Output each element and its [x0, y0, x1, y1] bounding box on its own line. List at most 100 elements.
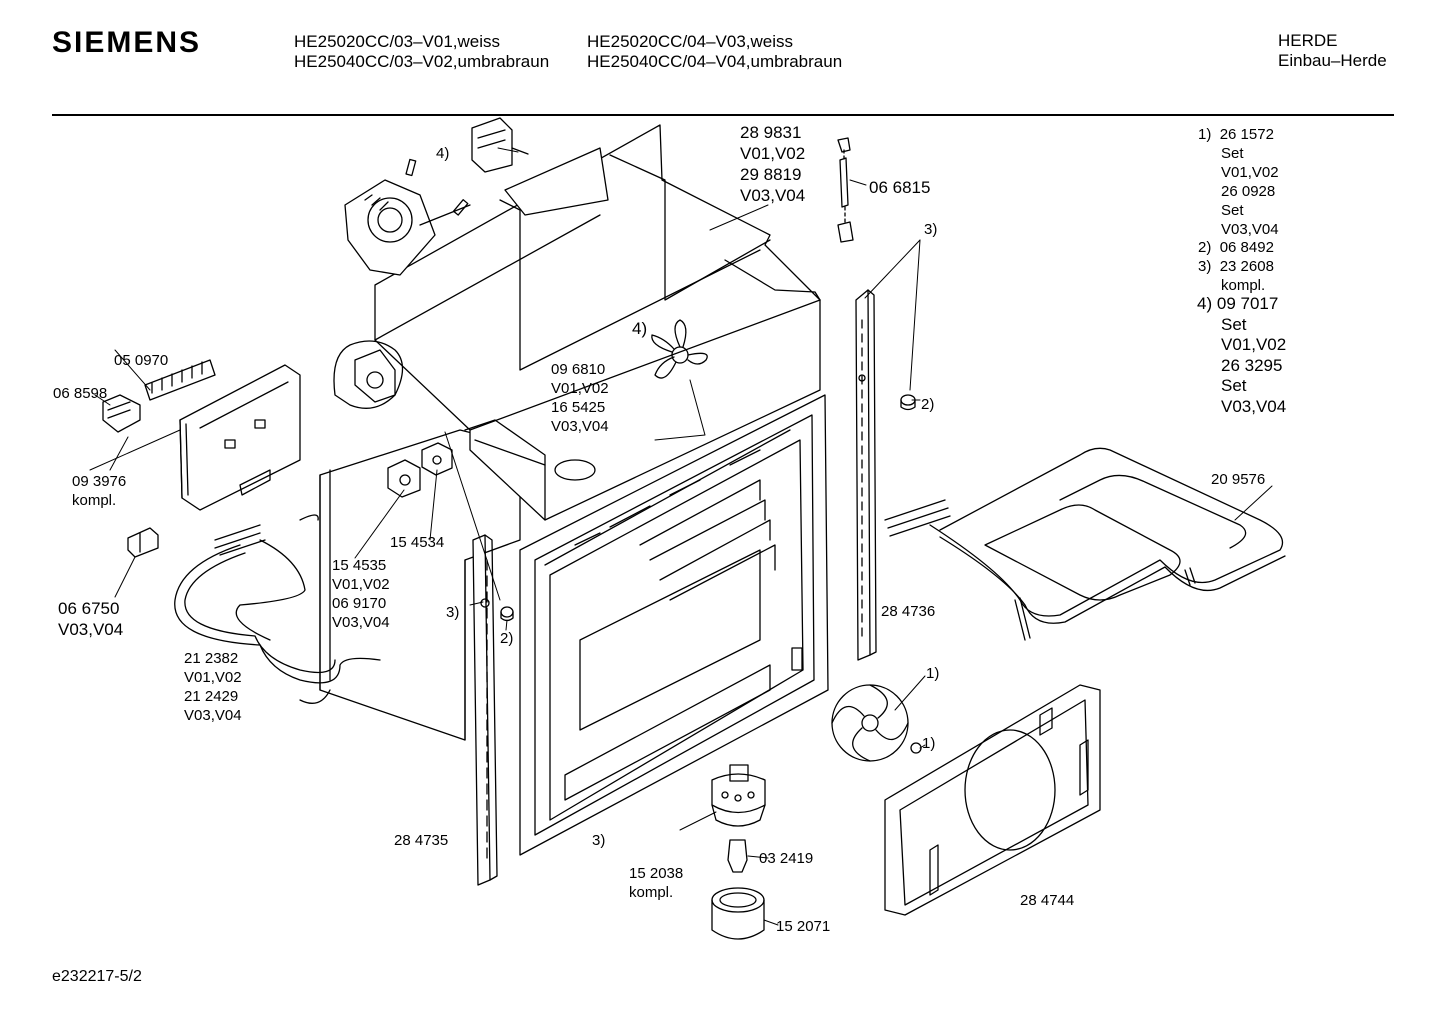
note: kompl. [72, 492, 117, 509]
variant: V01,V02 [551, 380, 609, 397]
variant: V01,V02 [184, 669, 242, 686]
note: Set [1221, 376, 1247, 395]
model-line: HE25020CC/03–V01,weiss [294, 32, 501, 51]
part-number: 15 2038 [629, 865, 684, 882]
lamp-bulb [727, 839, 748, 873]
fan-motor [344, 158, 471, 276]
footnote-4: 4) 09 7017 Set V01,V02 26 3295 Set V03,V… [1197, 294, 1286, 417]
bottom-heater [174, 514, 381, 704]
variant: V03,V04 [1221, 221, 1279, 238]
variant: V03,V04 [1221, 396, 1287, 416]
sensor-15-4534 [421, 442, 453, 476]
footnote-line: 1) 26 1572 [1198, 125, 1279, 144]
models-left: HE25020CC/03–V01,weiss HE25040CC/03–V02,… [294, 32, 549, 72]
label-15-2038: 15 2038 kompl. [629, 864, 683, 902]
label-06-6750: 06 6750 V03,V04 [58, 598, 123, 640]
part-number: 26 3295 [1221, 355, 1283, 375]
sensor-15-4535 [387, 459, 421, 498]
category-line: Einbau–Herde [1278, 51, 1387, 70]
variant: V01,V02 [740, 144, 806, 163]
variant: V03,V04 [740, 186, 806, 205]
model-line: HE25020CC/04–V03,weiss [587, 32, 794, 51]
label-09-3976: 09 3976 kompl. [72, 472, 126, 510]
models-right: HE25020CC/04–V03,weiss HE25040CC/04–V04,… [587, 32, 842, 72]
model-line: HE25040CC/04–V04,umbrabraun [587, 52, 843, 71]
part-number: 16 5425 [551, 399, 606, 416]
brand-logo: SIEMENS [52, 26, 202, 59]
header-rule [52, 114, 1394, 116]
door-frame [519, 394, 829, 856]
leader-lines [89, 147, 1273, 926]
part-number: 28 9831 [740, 123, 802, 142]
label-1-nut: 1) [922, 735, 936, 752]
drawing-id: e232217-5/2 [52, 968, 142, 985]
grommet-right [900, 394, 916, 411]
label-05-0970: 05 0970 [114, 352, 169, 369]
grommet-left [500, 606, 514, 622]
part-number: 09 6810 [551, 361, 606, 378]
variant: V03,V04 [58, 620, 124, 639]
sensor-06-6815 [837, 137, 854, 243]
label-3-top: 3) [924, 221, 938, 238]
part-number: 06 8492 [1219, 239, 1274, 256]
part-06-6750 [127, 527, 159, 558]
footnote-marker: 1) [1198, 126, 1212, 143]
label-28-9831: 28 9831 V01,V02 29 8819 V03,V04 [740, 122, 805, 206]
label-4-fan: 4) [632, 319, 648, 338]
label-4-lamp: 4) [436, 145, 450, 162]
rail-right [855, 289, 877, 661]
category: HERDE Einbau–Herde [1278, 31, 1387, 71]
thermostat-disc [333, 340, 404, 409]
part-number: 06 6750 [58, 599, 120, 618]
label-2-left: 2) [500, 630, 514, 647]
part-number: 09 7017 [1216, 294, 1279, 313]
variant: V01,V02 [1221, 335, 1287, 354]
part-number: 23 2608 [1219, 258, 1274, 275]
label-3-bottom: 3) [592, 832, 606, 849]
label-06-6815: 06 6815 [869, 178, 931, 197]
label-28-4736: 28 4736 [881, 603, 936, 620]
footnote-1: 1) 26 1572 Set V01,V02 26 0928 Set V03,V… [1198, 125, 1279, 239]
label-15-4534: 15 4534 [390, 534, 445, 551]
back-panel [884, 684, 1101, 916]
label-20-9576: 20 9576 [1211, 471, 1266, 488]
part-number: 09 3976 [72, 473, 127, 490]
part-number: 29 8819 [740, 165, 802, 184]
lamp-socket [471, 117, 529, 173]
fan-wheel [651, 319, 708, 379]
label-15-2071: 15 2071 [776, 918, 831, 935]
lamp-cover [711, 887, 765, 940]
footnote-marker: 3) [1198, 258, 1212, 275]
footnote-3: 3) 23 2608 kompl. [1198, 257, 1274, 295]
part-number: 21 2429 [184, 688, 239, 705]
label-28-4735: 28 4735 [394, 832, 449, 849]
label-3-left: 3) [446, 604, 460, 621]
part-number: 06 9170 [332, 595, 387, 612]
part-number: 21 2382 [184, 650, 239, 667]
model-line: HE25040CC/03–V02,umbrabraun [294, 52, 550, 71]
footnote-marker: 2) [1198, 239, 1212, 256]
variant: V03,V04 [551, 418, 609, 435]
label-03-2419: 03 2419 [759, 850, 814, 867]
note: Set [1221, 145, 1244, 162]
note: kompl. [1221, 277, 1266, 294]
label-09-6810: 09 6810 V01,V02 16 5425 V03,V04 [551, 360, 609, 436]
label-2-right: 2) [921, 396, 935, 413]
fan-cover [374, 124, 821, 521]
label-06-8598: 06 8598 [53, 385, 108, 402]
control-board [144, 359, 301, 511]
variant: V03,V04 [184, 707, 242, 724]
rail-left [472, 534, 498, 886]
category-line: HERDE [1278, 31, 1338, 50]
part-number: 15 4535 [332, 557, 387, 574]
note: Set [1221, 202, 1244, 219]
variant: V01,V02 [1221, 164, 1279, 181]
variant: V01,V02 [332, 576, 390, 593]
convection-fan [831, 684, 922, 762]
label-1-fan: 1) [926, 665, 940, 682]
part-number: 26 1572 [1219, 126, 1274, 143]
footnote-2: 2) 06 8492 [1198, 238, 1274, 257]
part-number: 26 0928 [1221, 183, 1276, 200]
variant: V03,V04 [332, 614, 390, 631]
